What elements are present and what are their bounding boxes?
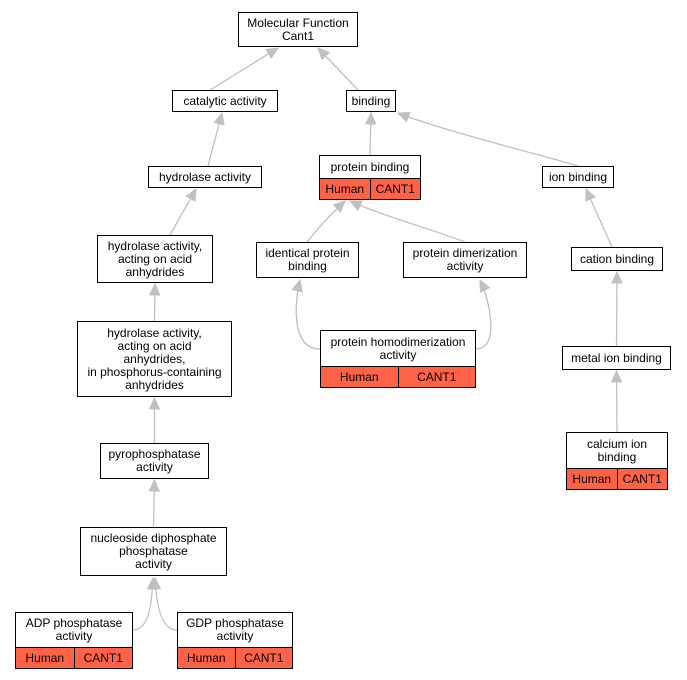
- node-label: GDP phosphatase activity: [186, 616, 284, 643]
- arrowhead: [610, 369, 623, 383]
- annotation-gene: CANT1: [234, 648, 293, 668]
- arrowhead: [364, 111, 377, 125]
- annotation-species: Human: [572, 471, 612, 486]
- arrowhead: [317, 47, 331, 61]
- node-label: ADP phosphatase activity: [25, 616, 123, 643]
- node-cation[interactable]: cation binding: [571, 247, 663, 271]
- annotation-species: Human: [25, 650, 65, 665]
- node-label: protein homodimerization activity: [330, 334, 466, 362]
- node-label: ion binding: [548, 169, 608, 184]
- node-label: catalytic activity: [183, 93, 267, 108]
- edge-ion-binding-to-binding: [397, 112, 579, 167]
- edge-catalytic-to-mf: [209, 47, 279, 91]
- node-metal[interactable]: metal ion binding: [562, 346, 671, 370]
- node-hydrolase[interactable]: hydrolase activity: [148, 166, 262, 188]
- annotation-species: Human: [325, 181, 365, 196]
- arrowhead: [585, 187, 596, 202]
- node-label: nucleoside diphosphate phosphatase activ…: [90, 531, 217, 571]
- node-label: protein binding: [330, 159, 410, 174]
- node-ion-binding[interactable]: ion binding: [542, 166, 614, 188]
- arrowhead: [332, 200, 346, 214]
- node-label: identical protein binding: [265, 246, 350, 273]
- arrowhead: [348, 200, 363, 212]
- node-binding[interactable]: binding: [346, 90, 396, 112]
- annotation-row: Human CANT1: [16, 647, 132, 668]
- arrowhead: [479, 278, 491, 293]
- annotation-species: Human: [186, 650, 226, 665]
- node-label: protein dimerization activity: [412, 246, 518, 273]
- arrowhead: [611, 270, 623, 284]
- node-dimerization[interactable]: protein dimerization activity: [403, 242, 527, 278]
- arrowhead: [185, 187, 197, 202]
- arrowhead: [291, 278, 303, 293]
- arrowhead: [149, 576, 162, 590]
- node-hydrolase-phos[interactable]: hydrolase activity, acting on acid anhyd…: [77, 321, 232, 397]
- arrowhead: [265, 47, 280, 59]
- node-catalytic[interactable]: catalytic activity: [172, 90, 278, 112]
- annotation-row: Human CANT1: [178, 647, 292, 668]
- arrowhead: [148, 478, 161, 492]
- node-label: cation binding: [579, 251, 655, 266]
- node-pyro[interactable]: pyrophosphatase activity: [100, 443, 209, 479]
- arrowhead: [149, 282, 161, 296]
- node-identical[interactable]: identical protein binding: [256, 242, 359, 278]
- annotation-gene: CANT1: [369, 179, 421, 199]
- annotation-row: Human CANT1: [320, 178, 420, 199]
- arrowhead: [148, 396, 161, 410]
- annotation-species: Human: [339, 369, 379, 384]
- node-label: metal ion binding: [571, 350, 662, 365]
- edge-metal-to-cation: [615, 271, 618, 347]
- annotation-gene: CANT1: [616, 469, 668, 489]
- annotation-row: Human CANT1: [321, 366, 475, 387]
- annotation-gene: CANT1: [73, 648, 133, 668]
- arrowhead: [213, 111, 225, 126]
- annotation-row: Human CANT1: [567, 468, 667, 489]
- node-label: binding: [351, 93, 391, 108]
- edge-dimerization-to-protein-binding: [349, 200, 466, 243]
- annotation-gene: CANT1: [397, 367, 476, 387]
- arrowhead: [396, 111, 411, 123]
- node-ndp[interactable]: nucleoside diphosphate phosphatase activ…: [80, 527, 227, 576]
- node-label: pyrophosphatase activity: [108, 447, 201, 474]
- node-label: hydrolase activity, acting on acid anhyd…: [87, 325, 222, 392]
- node-label: hydrolase activity: [158, 169, 252, 184]
- node-label: hydrolase activity, acting on acid anhyd…: [107, 238, 203, 279]
- node-mf[interactable]: Molecular Function Cant1: [238, 12, 358, 47]
- node-label: Molecular Function Cant1: [247, 15, 349, 43]
- node-label: calcium ion binding: [586, 436, 648, 464]
- node-hydrolase-acid[interactable]: hydrolase activity, acting on acid anhyd…: [97, 235, 213, 283]
